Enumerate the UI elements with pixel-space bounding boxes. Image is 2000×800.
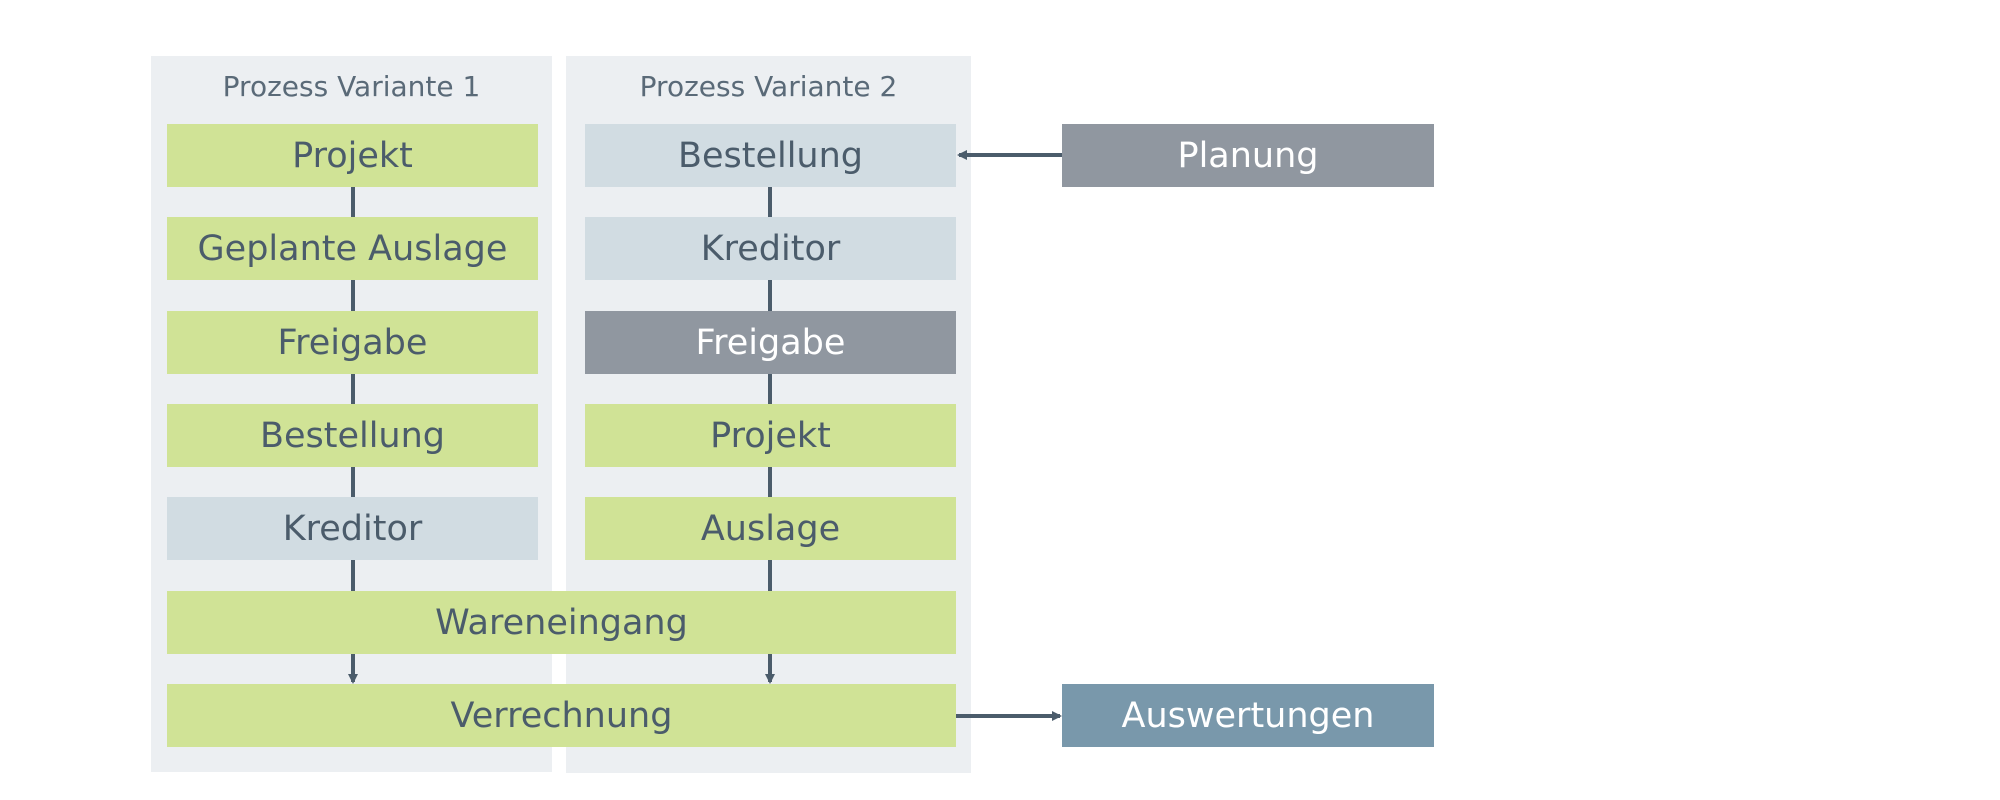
v2-step-bestellung: Bestellung [585,124,956,187]
external-planung: Planung [1062,124,1434,187]
v2-step-auslage: Auslage [585,497,956,560]
v2-step-freigabe: Freigabe [585,311,956,374]
external-auswertungen: Auswertungen [1062,684,1434,747]
shared-step-wareneingang: Wareneingang [167,591,956,654]
v1-step-projekt: Projekt [167,124,538,187]
v2-step-kreditor: Kreditor [585,217,956,280]
v1-step-bestellung: Bestellung [167,404,538,467]
v1-step-geplante-auslage: Geplante Auslage [167,217,538,280]
v1-step-kreditor: Kreditor [167,497,538,560]
variant-2-title: Prozess Variante 2 [639,70,898,103]
v2-step-projekt: Projekt [585,404,956,467]
variant-1-title: Prozess Variante 1 [222,70,481,103]
shared-step-verrechnung: Verrechnung [167,684,956,747]
v1-step-freigabe: Freigabe [167,311,538,374]
